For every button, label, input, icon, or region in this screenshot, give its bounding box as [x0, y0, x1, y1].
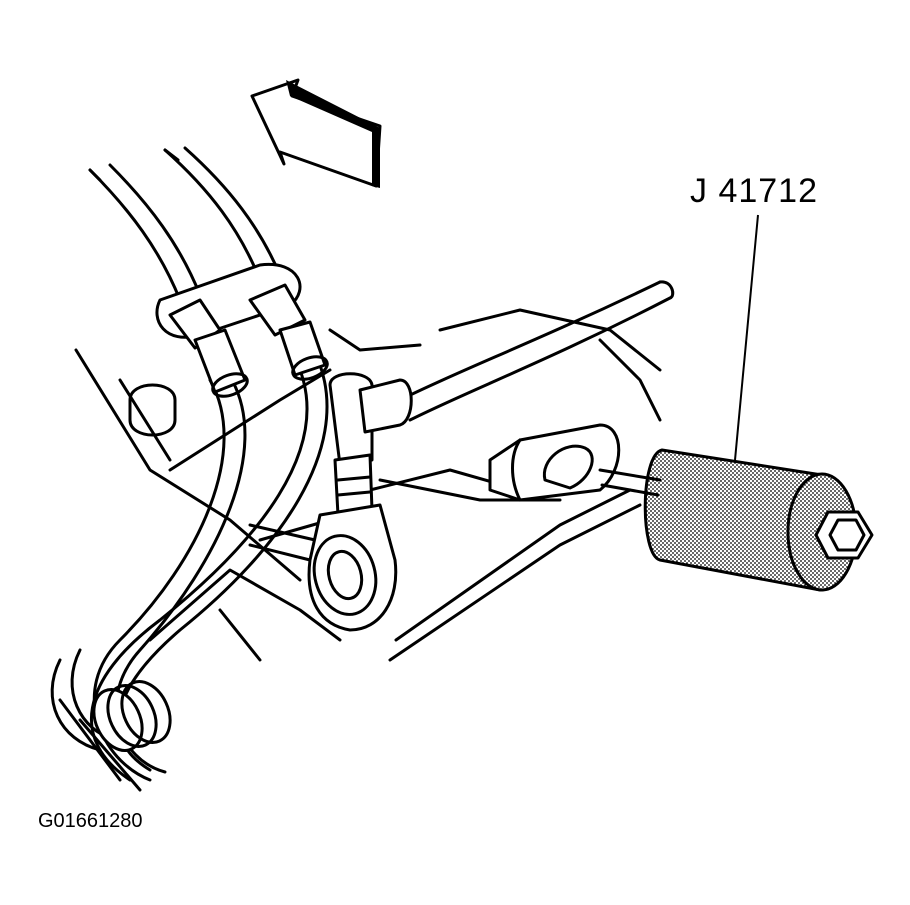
- tool-j41712: [598, 448, 874, 592]
- junction-block: [155, 263, 329, 398]
- tee-fitting: [328, 372, 413, 517]
- lower-nut-fitting: [307, 503, 398, 632]
- mounting-bracket: [488, 423, 621, 502]
- arrow-up-left-icon: [250, 78, 382, 188]
- figure-code: G01661280: [38, 810, 143, 832]
- line-clamp: [92, 680, 172, 752]
- tool-leader-line: [734, 214, 759, 461]
- tool-label: J 41712: [690, 172, 818, 210]
